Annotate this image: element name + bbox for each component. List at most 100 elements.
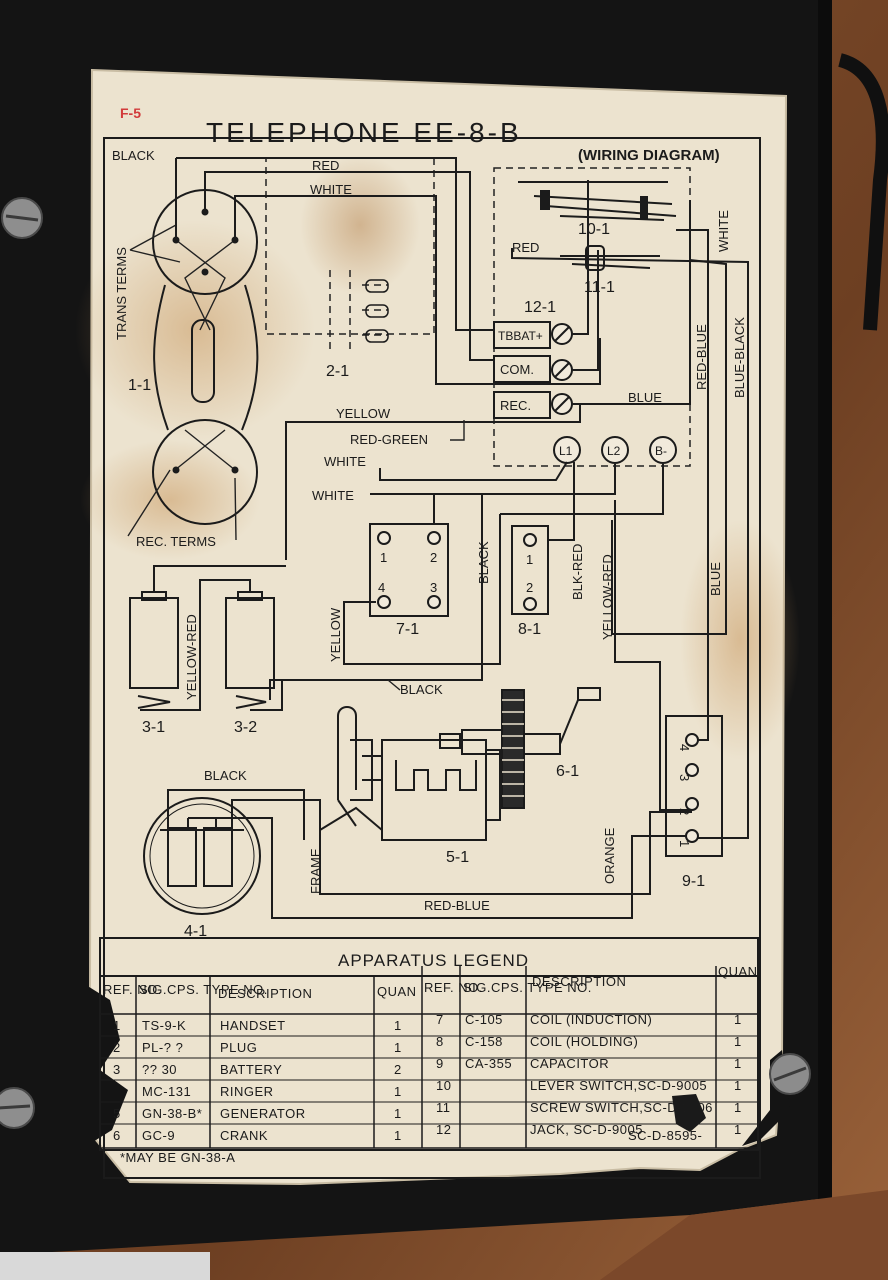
white-wire-mid bbox=[379, 461, 568, 481]
white-wire bbox=[234, 195, 601, 385]
terminal-number: 2 bbox=[526, 580, 533, 595]
component-label: 3-2 bbox=[234, 719, 257, 736]
legend-description: RINGER bbox=[220, 1084, 274, 1099]
ringer-coil bbox=[203, 827, 233, 887]
terminal-label: B- bbox=[655, 444, 667, 458]
legend-header: REF. NO. bbox=[103, 982, 162, 997]
wire-label: BLACK bbox=[112, 148, 155, 163]
wire-label: BLUE bbox=[708, 562, 723, 596]
component-label: 9-1 bbox=[682, 873, 705, 890]
terminal-dot bbox=[172, 466, 180, 474]
wire-label: BLACK bbox=[204, 768, 247, 783]
crank-arm bbox=[559, 687, 601, 745]
legend-header: DESCRIPTION bbox=[532, 974, 626, 989]
battery-3-1 bbox=[129, 597, 179, 689]
legend-ref: 8 bbox=[436, 1034, 444, 1049]
screw-slot bbox=[773, 1066, 807, 1082]
legend-type: GC-9 bbox=[142, 1128, 175, 1143]
legend-quantity: 1 bbox=[394, 1106, 402, 1121]
stain-center bbox=[300, 155, 420, 295]
terminal-number: 1 bbox=[380, 550, 387, 565]
wire-label: BLUE bbox=[628, 390, 662, 405]
yellow-wire bbox=[285, 404, 581, 560]
legend-ref: 12 bbox=[436, 1122, 451, 1137]
legend-ref: 9 bbox=[436, 1056, 444, 1071]
plug-contact bbox=[365, 279, 389, 293]
legend-column-lines bbox=[135, 966, 717, 1148]
coil-terminal bbox=[523, 597, 537, 611]
wire-handle-right bbox=[837, 53, 888, 331]
wire-label: WHITE bbox=[716, 210, 731, 252]
ringer-circle bbox=[143, 797, 261, 915]
wire-label: TRANS TERMS bbox=[114, 247, 129, 340]
wire-label: WHITE bbox=[310, 182, 352, 197]
wire-label: RED bbox=[512, 240, 539, 255]
component-label: 7-1 bbox=[396, 621, 419, 638]
coil-box bbox=[511, 525, 549, 615]
legend-ref: 7 bbox=[436, 1012, 444, 1027]
coil-terminal bbox=[427, 595, 441, 609]
wire-label: RED bbox=[312, 158, 339, 173]
legend-quantity: 1 bbox=[734, 1122, 742, 1137]
wire-label: BLACK bbox=[400, 682, 443, 697]
legend-quantity: 1 bbox=[734, 1034, 742, 1049]
b-minus-wire bbox=[500, 464, 664, 515]
black-wire bbox=[175, 157, 494, 331]
stain-left bbox=[75, 220, 315, 440]
battery-wires bbox=[140, 565, 286, 711]
legend-header: SIG.CPS. TYPE NO. bbox=[139, 982, 268, 997]
legend-description: CRANK bbox=[220, 1128, 268, 1143]
legend-type: MC-131 bbox=[142, 1084, 191, 1099]
generator-leads bbox=[319, 799, 383, 831]
component-label: 1-1 bbox=[128, 377, 151, 394]
terminal-label: L2 bbox=[607, 444, 621, 458]
coil-terminal bbox=[427, 531, 441, 545]
wood-corner-bottom-right bbox=[600, 1190, 888, 1280]
red-wire bbox=[204, 171, 494, 361]
plug-contact bbox=[365, 304, 389, 318]
holding-coil-8-1: 1 2 8-1 bbox=[511, 525, 549, 638]
component-label: 6-1 bbox=[556, 763, 579, 780]
screw-slot bbox=[0, 1104, 31, 1110]
case-edge-right bbox=[818, 0, 832, 1200]
diagram-subtitle: (WIRING DIAGRAM) bbox=[578, 147, 720, 164]
component-label: 10-1 bbox=[578, 221, 610, 238]
middle-wires: YELLOW RED-GREEN WHITE WHITE BLACK BLK-R… bbox=[269, 404, 692, 811]
component-label: 8-1 bbox=[518, 621, 541, 638]
legend-quantity: 1 bbox=[394, 1084, 402, 1099]
stain-right bbox=[680, 520, 800, 760]
legend-header: SIG.CPS. TYPE NO. bbox=[463, 980, 592, 995]
component-label: 4-1 bbox=[184, 923, 207, 940]
white-wire-mid2 bbox=[370, 464, 616, 524]
wire-label: RED-GREEN bbox=[350, 432, 428, 447]
wire-label: REC. TERMS bbox=[136, 534, 216, 549]
black-mid-leader bbox=[387, 679, 401, 691]
terminal-dot bbox=[231, 466, 239, 474]
lever-switch-block bbox=[640, 196, 648, 220]
metal-strip-bottom bbox=[0, 1252, 210, 1280]
legend-ref: 10 bbox=[436, 1078, 451, 1093]
drawing-number: SC-D-8595- bbox=[628, 1128, 702, 1143]
line-terminals: L1 L2 B- BLUE bbox=[553, 390, 677, 464]
lever-switch-block bbox=[540, 190, 550, 210]
generator-magnets bbox=[395, 760, 477, 791]
ringer-4-1: BLACK 4-1 FRAME RED-BLUE ORANGE bbox=[143, 768, 692, 940]
screw-terminal-slot bbox=[554, 396, 570, 412]
legend-quantity: 1 bbox=[394, 1128, 402, 1143]
title-block: F-5 TELEPHONE EE-8-B (WIRING DIAGRAM) bbox=[120, 105, 720, 164]
black-wire-vert bbox=[269, 494, 483, 700]
generator-frame bbox=[337, 706, 501, 821]
wire-label: BLACK bbox=[476, 541, 491, 584]
drawing-border bbox=[103, 137, 761, 1179]
component-label: 5-1 bbox=[446, 849, 469, 866]
battery-springs bbox=[137, 695, 267, 709]
screw-terminal-slot bbox=[554, 326, 570, 342]
screws bbox=[0, 197, 811, 1129]
ringer-wires bbox=[167, 789, 692, 919]
right-wires: RED WHITE RED-BLUE BLUE-BLACK BLUE bbox=[511, 210, 749, 839]
legend-type: GN-38-B* bbox=[142, 1106, 202, 1121]
red-wire-right bbox=[511, 248, 749, 839]
diagram-title: TELEPHONE EE-8-B bbox=[206, 117, 522, 148]
